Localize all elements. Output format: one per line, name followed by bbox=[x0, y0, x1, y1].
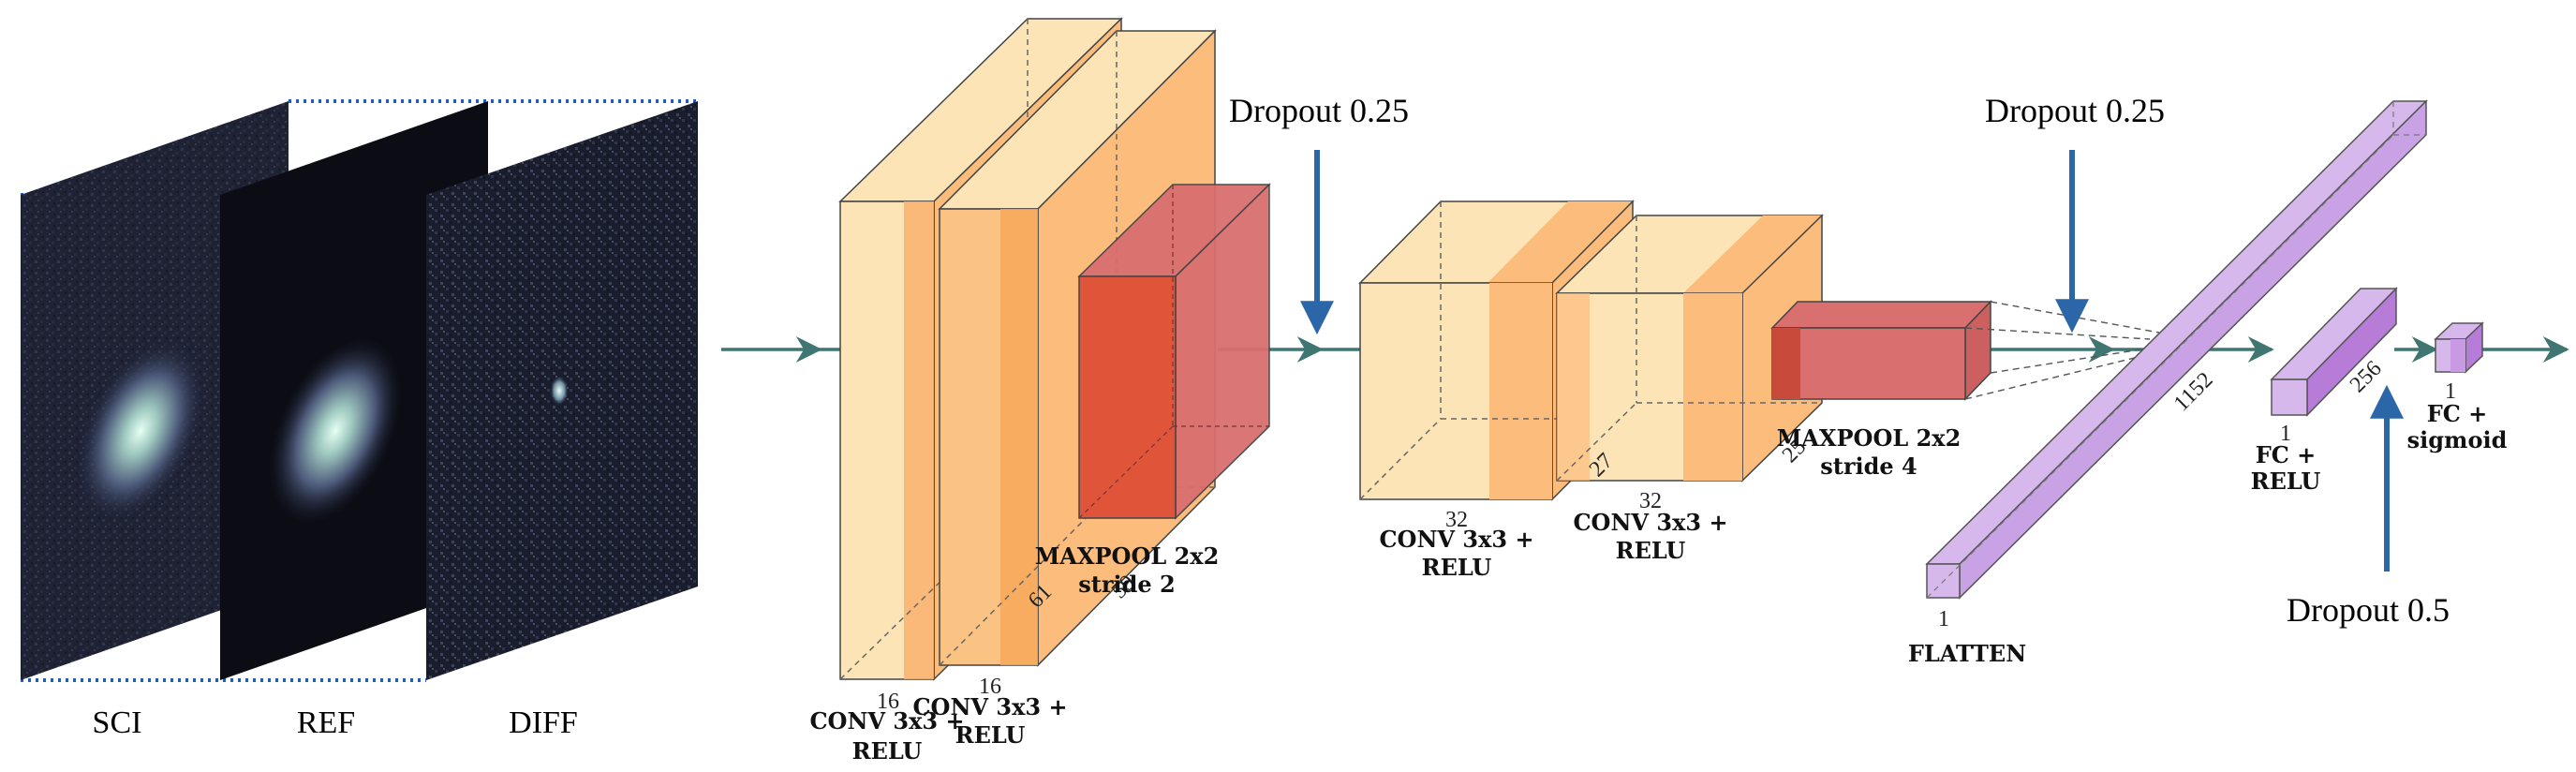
pool2-block bbox=[1770, 300, 2160, 401]
dropout-3: Dropout 0.5 bbox=[2287, 384, 2450, 629]
pool2-label-line1: MAXPOOL 2x2 bbox=[1777, 424, 1962, 452]
flatten-label: FLATTEN bbox=[1908, 640, 2026, 667]
fc1-label-line1: FC + bbox=[2256, 441, 2317, 468]
fc1-label-line2: RELU bbox=[2251, 468, 2321, 495]
diff-image-panel bbox=[426, 101, 698, 680]
ref-image-panel bbox=[220, 101, 488, 680]
conv3-channels-label: 32 bbox=[1445, 508, 1468, 532]
layer-labels: 16 CONV 3x3 + RELU 16 CONV 3x3 + RELU MA… bbox=[809, 424, 1961, 765]
sci-label: SCI bbox=[93, 705, 142, 740]
conv3-label-line2: RELU bbox=[1422, 554, 1492, 581]
conv1-label-line1: CONV 3x3 + bbox=[809, 707, 964, 735]
fc2-dim-small: 1 bbox=[2445, 379, 2456, 404]
conv1-channels-label: 16 bbox=[877, 690, 899, 714]
pool1-block bbox=[1077, 183, 1271, 520]
conv2-label-line1: CONV 3x3 + bbox=[912, 693, 1067, 720]
dropout-1: Dropout 0.25 bbox=[1229, 92, 1409, 335]
flatten-dim-small: 1 bbox=[1938, 607, 1949, 631]
conv4-channels-label: 32 bbox=[1639, 489, 1662, 513]
conv4-label-line1: CONV 3x3 + bbox=[1573, 509, 1727, 536]
fc2-label-line2: sigmoid bbox=[2407, 426, 2508, 453]
ref-label: REF bbox=[297, 705, 355, 740]
conv3-block bbox=[1358, 200, 1635, 501]
pool1-label-line2: stride 2 bbox=[1078, 571, 1175, 598]
conv4-label-line2: RELU bbox=[1616, 537, 1686, 564]
dropout-2-label: Dropout 0.25 bbox=[1985, 92, 2165, 129]
fc2-block: 1 FC + sigmoid bbox=[2407, 321, 2508, 453]
dropout-2: Dropout 0.25 bbox=[1985, 92, 2165, 334]
conv2-label-line2: RELU bbox=[955, 721, 1026, 749]
flatten-block: 1 1152 FLATTEN bbox=[1908, 99, 2428, 667]
conv3-label-line1: CONV 3x3 + bbox=[1379, 526, 1533, 553]
pool1-label-line1: MAXPOOL 2x2 bbox=[1035, 542, 1220, 570]
input-images: SCI REF DIFF bbox=[21, 99, 698, 740]
fc2-label-line1: FC + bbox=[2427, 400, 2488, 427]
fc1-dim-small: 1 bbox=[2280, 422, 2291, 446]
dropout-1-label: Dropout 0.25 bbox=[1229, 92, 1409, 129]
conv2-channels-label: 16 bbox=[979, 675, 1001, 699]
pool2-label-line2: stride 4 bbox=[1820, 453, 1917, 480]
dropout-3-label: Dropout 0.5 bbox=[2287, 591, 2450, 629]
diff-label: DIFF bbox=[509, 705, 578, 740]
fc1-block: 1 256 FC + RELU bbox=[2251, 287, 2398, 495]
conv1-label-line2: RELU bbox=[852, 737, 923, 765]
